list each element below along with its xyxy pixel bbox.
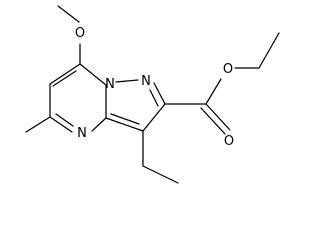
bond-n1-c2-inner [149, 89, 159, 107]
bond-c7-n-bridge [79, 63, 107, 86]
bond-methoxy-ch3 [57, 5, 80, 23]
bond-n4-c3a [91, 117, 107, 132]
bond-n1-c2 [153, 82, 166, 105]
atom-n-pyrimidine: N [77, 126, 87, 141]
atom-o-ester: O [223, 62, 233, 77]
bond-c7-c6 [49, 63, 81, 85]
bond-ch2-ch3 [142, 165, 179, 184]
atom-o-methoxy: O [75, 26, 85, 41]
bond-n-bridge-n1 [115, 79, 139, 83]
bond-c5-methyl [25, 116, 51, 133]
bond-c3-c3a-inner [110, 113, 140, 125]
atom-o-carbonyl: O [224, 134, 234, 149]
bond-c3-c3a [105, 117, 144, 132]
bond-c5-n4-inner [55, 113, 74, 127]
chemical-structure: O N N N O O [25, 5, 280, 184]
bond-c7-c6-inner [52, 70, 77, 87]
bond-c2-c3 [142, 103, 166, 132]
bond-carbonyl-c-o [205, 103, 231, 131]
bond-ester-ch2-ch3 [258, 32, 280, 69]
atom-n-pyrazole: N [141, 74, 151, 89]
bond-c5-n4 [49, 116, 73, 133]
atom-n-bridge: N [105, 77, 115, 92]
bond-carbonyl-c-ester-o [205, 78, 222, 105]
bond-carbonyl-c-o-second [200, 107, 226, 135]
